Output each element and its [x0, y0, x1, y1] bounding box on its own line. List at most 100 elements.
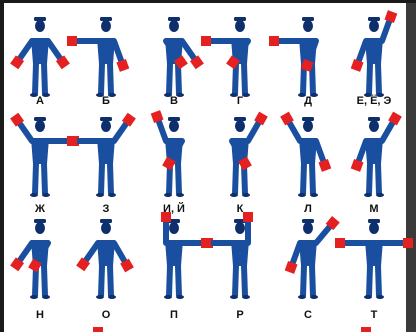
right-leg [41, 64, 48, 94]
signaller-figure [351, 10, 398, 97]
foot [164, 295, 172, 299]
right-leg [375, 64, 382, 94]
signaller-figure [151, 110, 184, 197]
right-leg [41, 164, 48, 194]
right-leg [175, 64, 182, 94]
foot [310, 295, 318, 299]
letter-label: Г [237, 95, 244, 107]
signaller-figure [10, 219, 50, 299]
flag [93, 327, 103, 332]
right-leg [241, 266, 248, 296]
signaller-figure [67, 113, 136, 197]
letter-label: Н [36, 309, 44, 321]
head [369, 222, 379, 234]
flag [403, 238, 413, 248]
cap [34, 17, 46, 21]
head [235, 222, 245, 234]
left-leg [166, 266, 173, 296]
foot [108, 193, 116, 197]
right-leg [107, 164, 114, 194]
letter-label: Е, Ё, Э [357, 94, 392, 107]
foot [242, 93, 250, 97]
cap [100, 219, 112, 223]
letter-label: М [369, 203, 378, 215]
signaller-figure [10, 113, 79, 197]
right-leg [309, 164, 316, 194]
cap [168, 17, 180, 21]
head [369, 20, 379, 32]
right-leg [309, 266, 316, 296]
foot [42, 295, 50, 299]
left-leg [300, 266, 307, 296]
head [35, 120, 45, 132]
cap [368, 17, 380, 21]
flag [335, 238, 345, 248]
head [101, 20, 111, 32]
foot [364, 295, 372, 299]
right-leg [375, 164, 382, 194]
letter-label: Б [102, 95, 110, 107]
letter-label: Д [304, 95, 312, 107]
signaller-figure [67, 17, 129, 97]
flag [67, 36, 77, 46]
signaller-figure [269, 17, 318, 97]
cap [34, 117, 46, 121]
left-leg [98, 164, 105, 194]
foot [230, 295, 238, 299]
foot [30, 295, 38, 299]
flag [361, 327, 371, 332]
cap [302, 219, 314, 223]
cap [302, 117, 314, 121]
letter-label: В [170, 95, 178, 107]
foot [96, 193, 104, 197]
left-leg [366, 164, 373, 194]
right-leg [41, 266, 48, 296]
head [35, 222, 45, 234]
left-leg [98, 266, 105, 296]
signaller-figure [230, 112, 268, 197]
foot [230, 193, 238, 197]
foot [310, 193, 318, 197]
foot [176, 193, 184, 197]
right-leg [107, 266, 114, 296]
letter-label: С [304, 309, 312, 321]
cap [234, 117, 246, 121]
cap [100, 117, 112, 121]
foot [376, 193, 384, 197]
head [303, 222, 313, 234]
left-leg [300, 164, 307, 194]
left-leg [32, 64, 39, 94]
foot [108, 295, 116, 299]
left-leg [232, 64, 239, 94]
cap [168, 117, 180, 121]
left-leg [166, 64, 173, 94]
foot [42, 193, 50, 197]
head [169, 20, 179, 32]
letter-label: Т [371, 309, 378, 321]
signaller-figure [164, 17, 204, 97]
foot [298, 193, 306, 197]
cap [368, 219, 380, 223]
letter-label: О [102, 309, 111, 321]
foot [364, 193, 372, 197]
left-leg [98, 64, 105, 94]
signaller-figure [285, 216, 340, 299]
left-leg [32, 164, 39, 194]
head [303, 120, 313, 132]
head [303, 20, 313, 32]
cap [100, 17, 112, 21]
left-leg [366, 64, 373, 94]
letter-label: К [237, 203, 244, 215]
head [101, 222, 111, 234]
cap [302, 17, 314, 21]
head [169, 222, 179, 234]
flag [269, 36, 279, 46]
foot [30, 193, 38, 197]
letter-label: П [170, 309, 178, 321]
letter-label: Л [304, 203, 312, 215]
flag [201, 238, 211, 248]
right-leg [175, 266, 182, 296]
head [235, 120, 245, 132]
signaller-figure [201, 17, 250, 97]
